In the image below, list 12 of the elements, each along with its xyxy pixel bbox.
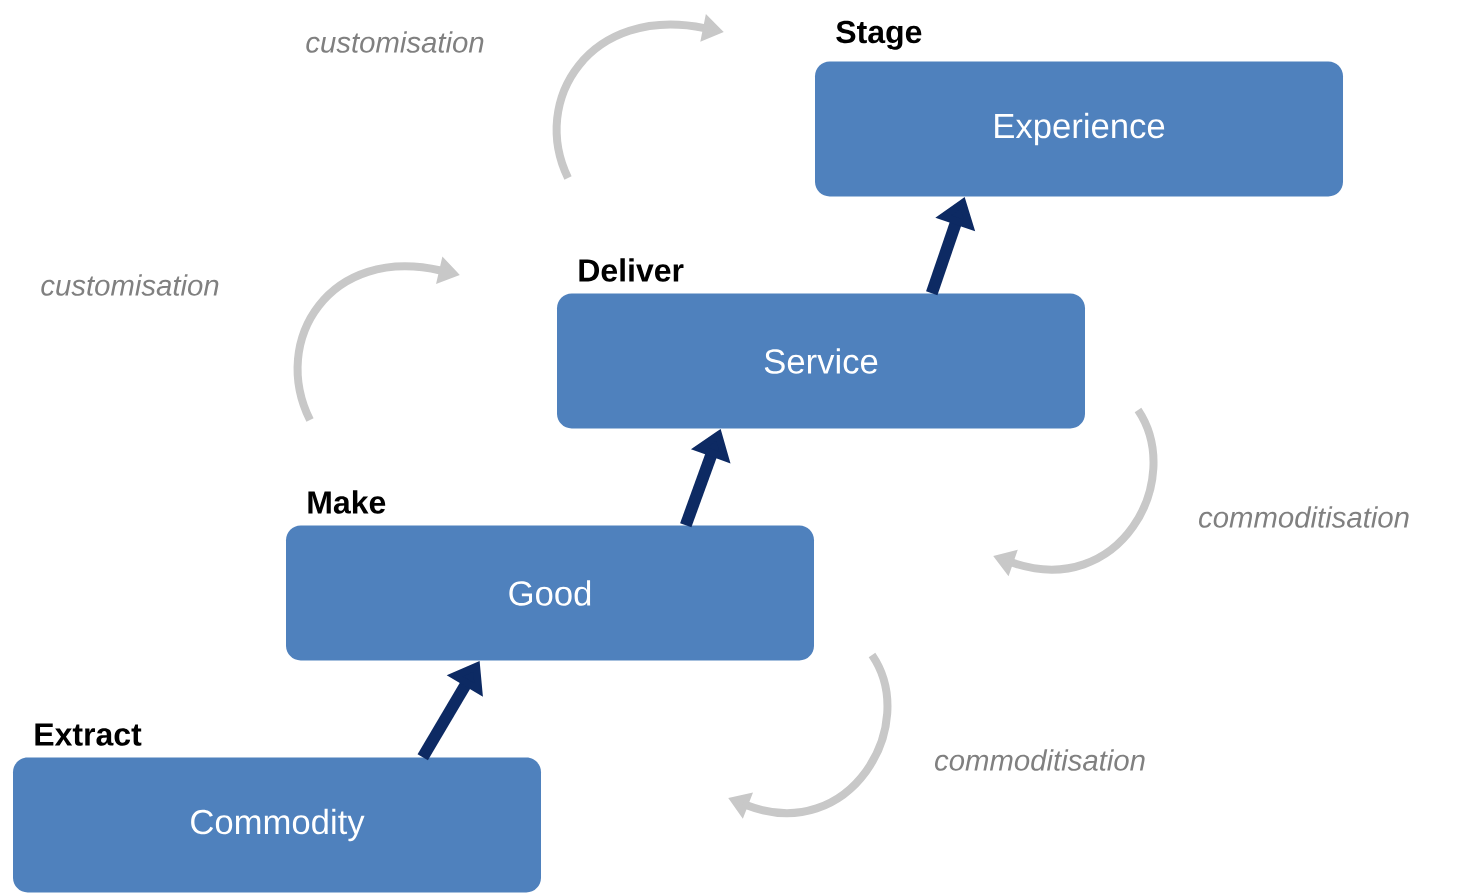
stage-heading: Stage bbox=[836, 20, 922, 50]
stage-heading: Deliver bbox=[579, 258, 684, 282]
stage-box: Service bbox=[557, 293, 1085, 429]
stage-heading: Extract bbox=[35, 723, 142, 746]
stage-box: Good bbox=[286, 525, 814, 661]
stage-box: Commodity bbox=[13, 757, 541, 893]
process-label: commoditisation bbox=[935, 749, 1145, 771]
stage-box: Experience bbox=[815, 61, 1343, 197]
process-label: customisation bbox=[41, 274, 219, 296]
process-label: commoditisation bbox=[1199, 506, 1409, 528]
process-label: customisation bbox=[306, 31, 484, 53]
stage-heading: Make bbox=[308, 490, 386, 514]
